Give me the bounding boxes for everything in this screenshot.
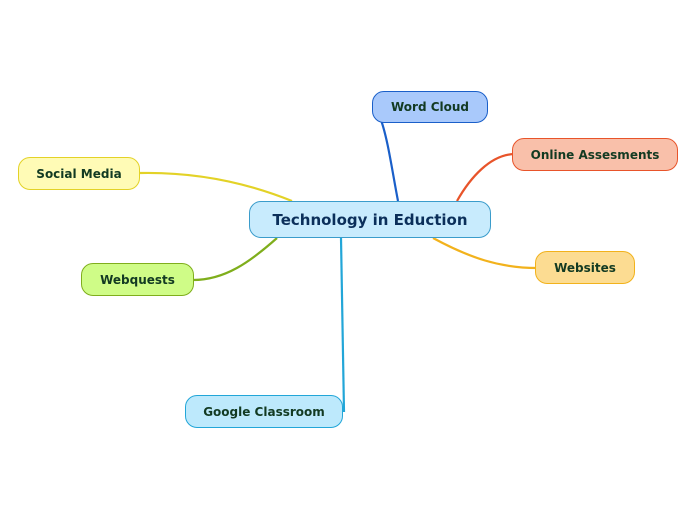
central-topic-node[interactable]: Technology in Eduction: [249, 201, 491, 238]
topic-label-websites: Websites: [554, 260, 616, 275]
topic-label-webquests: Webquests: [100, 272, 175, 287]
connector-word-cloud: [379, 119, 400, 202]
topic-label-social-media: Social Media: [36, 166, 122, 181]
connector-online-assessments: [456, 152, 515, 202]
connector-webquests: [192, 237, 278, 282]
topic-label-google-classroom: Google Classroom: [203, 404, 325, 419]
connector-websites: [432, 237, 538, 270]
connector-google-classroom: [339, 237, 346, 413]
connector-social-media: [139, 171, 293, 203]
topic-node-webquests[interactable]: Webquests: [81, 263, 194, 296]
topic-node-social-media[interactable]: Social Media: [18, 157, 140, 190]
topic-node-google-classroom[interactable]: Google Classroom: [185, 395, 343, 428]
central-topic-label: Technology in Eduction: [272, 210, 468, 229]
topic-label-word-cloud: Word Cloud: [390, 100, 470, 114]
topic-node-online-assessments[interactable]: Online Assesments: [512, 138, 678, 171]
topic-node-word-cloud[interactable]: Word Cloud: [372, 91, 488, 123]
topic-node-websites[interactable]: Websites: [535, 251, 635, 284]
topic-label-online-assessments: Online Assesments: [530, 147, 660, 162]
